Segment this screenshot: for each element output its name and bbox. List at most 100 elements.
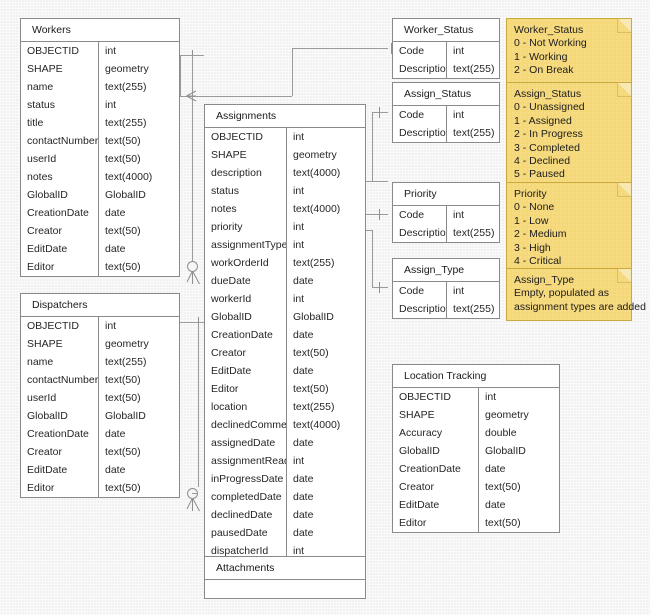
field-name: OBJECTID — [205, 128, 287, 146]
field-name: Creator — [21, 222, 99, 240]
field-type: text(50) — [105, 135, 141, 147]
field-name: Editor — [21, 258, 99, 276]
table-attachments[interactable]: Attachments — [204, 556, 366, 599]
field-name: workOrderId — [205, 254, 287, 272]
field-type: date — [105, 464, 126, 476]
connector-worker-status-v — [292, 48, 293, 96]
connector-workers-status-h2 — [194, 96, 292, 97]
field-name: Editor — [393, 514, 479, 532]
field-type: text(4000) — [293, 203, 341, 215]
note-item: 0 - Not Working — [514, 37, 587, 50]
field-name: name — [21, 78, 99, 96]
field-type: date — [485, 499, 506, 511]
field-type: int — [105, 99, 117, 111]
note-item: 2 - In Progress — [514, 128, 583, 141]
table-title-workers: Workers — [21, 19, 179, 42]
note-fold-corner-icon — [617, 19, 631, 33]
field-name: title — [21, 114, 99, 132]
connector-assign-type-h — [372, 287, 388, 288]
field-name: CreationDate — [393, 460, 479, 478]
field-name: Code — [393, 106, 447, 124]
table-row: OBJECTID int — [205, 128, 365, 146]
table-fields-attachments — [205, 580, 365, 598]
connector-dispatchers-objectid — [180, 322, 204, 323]
note-item: 2 - On Break — [514, 64, 574, 77]
field-type: date — [105, 428, 126, 440]
field-name: priority — [205, 218, 287, 236]
field-name: Editor — [205, 380, 287, 398]
field-type: int — [453, 109, 465, 121]
connector-workers-vertical — [192, 55, 193, 263]
field-name: EditDate — [393, 496, 479, 514]
field-type: text(50) — [105, 261, 141, 273]
field-name: EditDate — [21, 240, 99, 258]
field-name: GlobalID — [21, 186, 99, 204]
field-type: GlobalID — [485, 445, 526, 457]
field-type: int — [105, 45, 117, 57]
note-item: Empty, populated as — [514, 287, 609, 300]
connector-assign-type-v — [372, 230, 373, 287]
note-item: 4 - Declined — [514, 155, 571, 168]
field-type: int — [293, 221, 305, 233]
field-type: text(4000) — [293, 167, 341, 179]
field-type: text(255) — [105, 117, 147, 129]
field-type: text(50) — [105, 225, 141, 237]
table-row: priority int — [205, 218, 365, 236]
field-type: text(255) — [453, 127, 495, 139]
field-name: description — [205, 164, 287, 182]
table-title-assign-type: Assign_Type — [393, 259, 499, 282]
one-tick-assign-type — [379, 282, 380, 293]
table-row: title text(255) — [21, 114, 179, 132]
field-type: int — [105, 320, 117, 332]
one-tick-worker-status — [391, 43, 392, 54]
field-type: date — [293, 365, 314, 377]
field-name — [205, 580, 287, 598]
field-name: CreationDate — [21, 425, 99, 443]
field-name: Creator — [393, 478, 479, 496]
table-row — [205, 580, 365, 598]
field-type: int — [453, 209, 465, 221]
field-name: Accuracy — [393, 424, 479, 442]
field-type: text(50) — [105, 153, 141, 165]
table-title-priority: Priority — [393, 183, 499, 206]
field-name: Description — [393, 224, 447, 242]
field-name: workerId — [205, 290, 287, 308]
field-type: int — [293, 131, 305, 143]
field-name: SHAPE — [205, 146, 287, 164]
note-title: Worker_Status — [514, 24, 584, 36]
